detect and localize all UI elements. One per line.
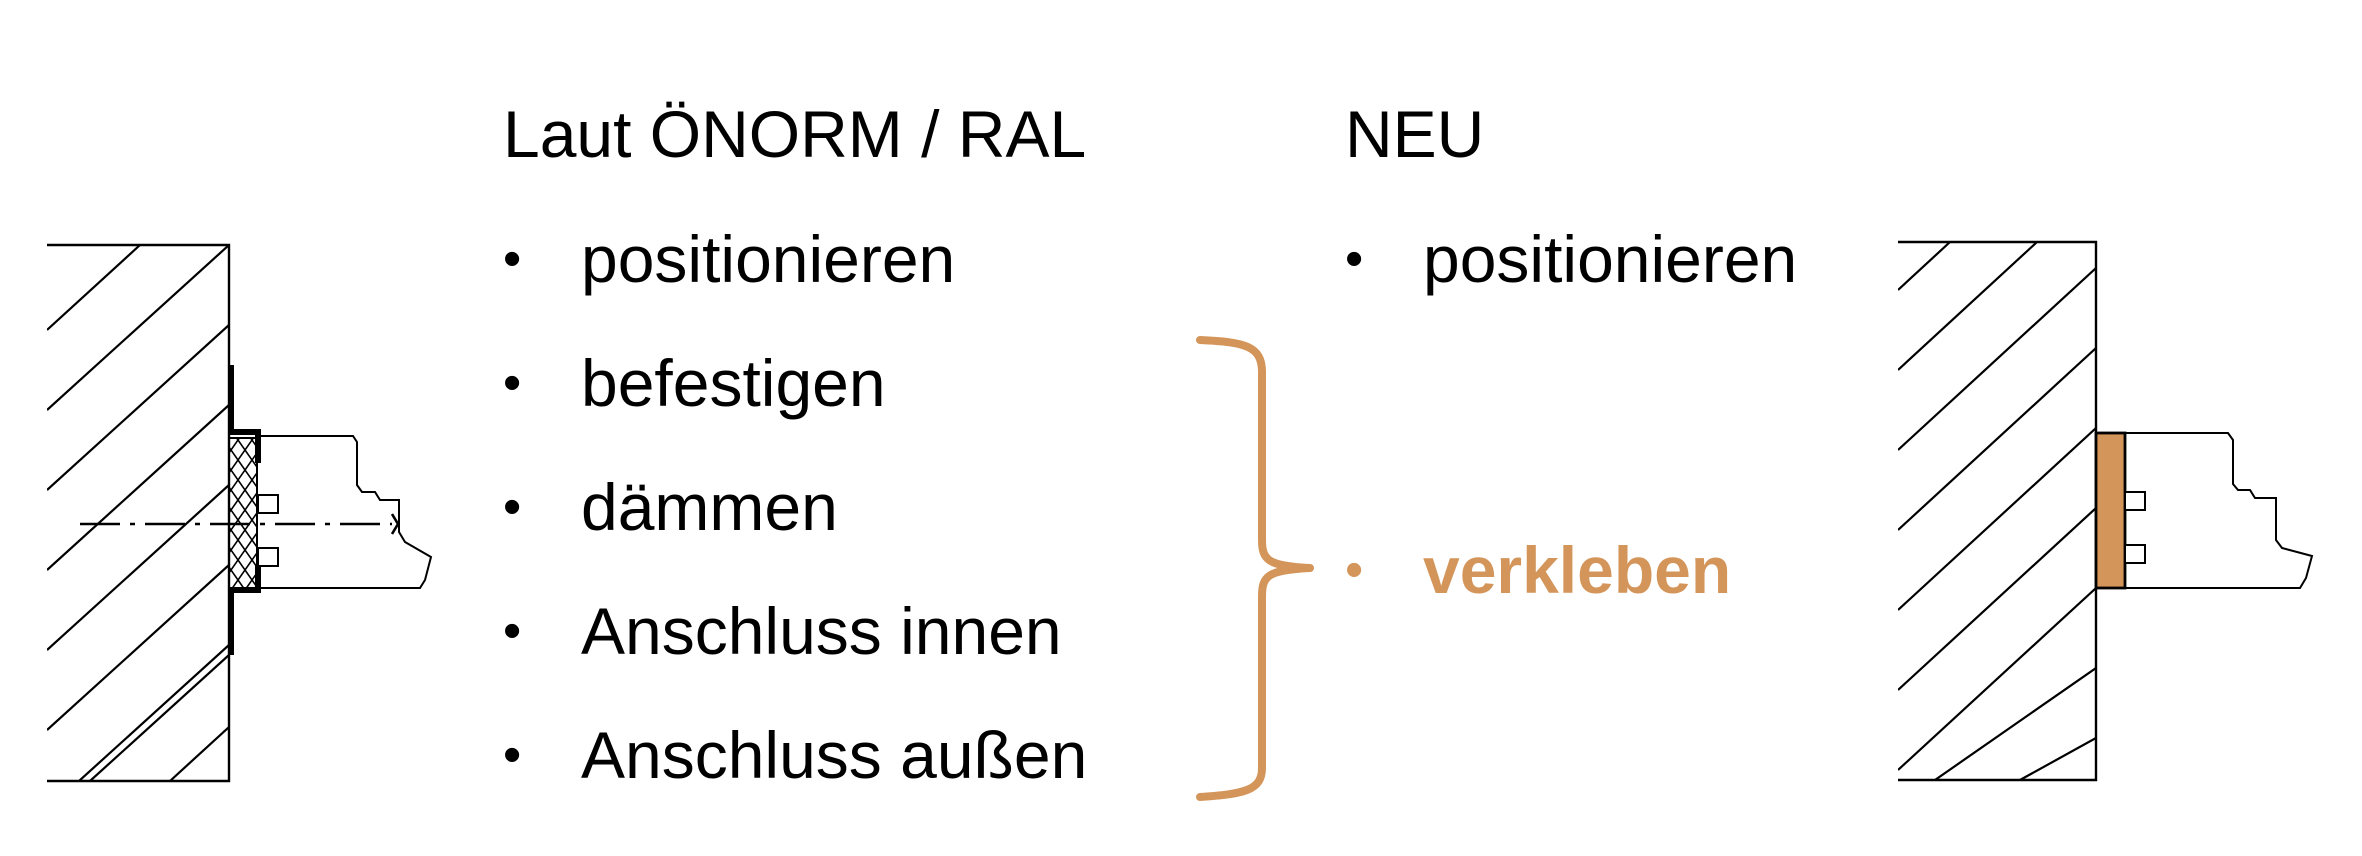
inner-connection-tape (228, 365, 261, 463)
bullet-mark: • (1345, 230, 1364, 288)
bullet-mark: • (503, 726, 522, 784)
outer-connection-tape (228, 565, 261, 655)
bullet-mark: • (503, 354, 522, 412)
frame-block-lower (2124, 544, 2146, 564)
list-item-label: positionieren (581, 222, 956, 296)
bullet-mark: • (503, 230, 522, 288)
right-column-heading: NEU (1345, 97, 1485, 171)
axis-arrow (390, 513, 400, 535)
list-item-label: dämmen (581, 470, 838, 544)
frame-block-lower (257, 547, 279, 567)
frame-block-upper (257, 494, 279, 514)
list-item-label: positionieren (1423, 222, 1798, 296)
bullet-mark: • (1345, 541, 1364, 599)
list-item-label: befestigen (581, 346, 886, 420)
adhesive-strip (2094, 431, 2127, 590)
window-frame-profile (2125, 432, 2314, 589)
left-column-heading: Laut ÖNORM / RAL (503, 97, 1087, 171)
list-item-label: Anschluss außen (581, 718, 1088, 792)
bullet-mark: • (503, 602, 522, 660)
list-item-label: verkleben (1423, 533, 1732, 607)
wall-hatching (1898, 242, 2096, 780)
list-item-label: Anschluss innen (581, 594, 1062, 668)
window-frame-profile (258, 435, 433, 589)
wall-hatching (47, 245, 229, 781)
bullet-mark: • (503, 478, 522, 536)
frame-block-upper (2124, 491, 2146, 511)
